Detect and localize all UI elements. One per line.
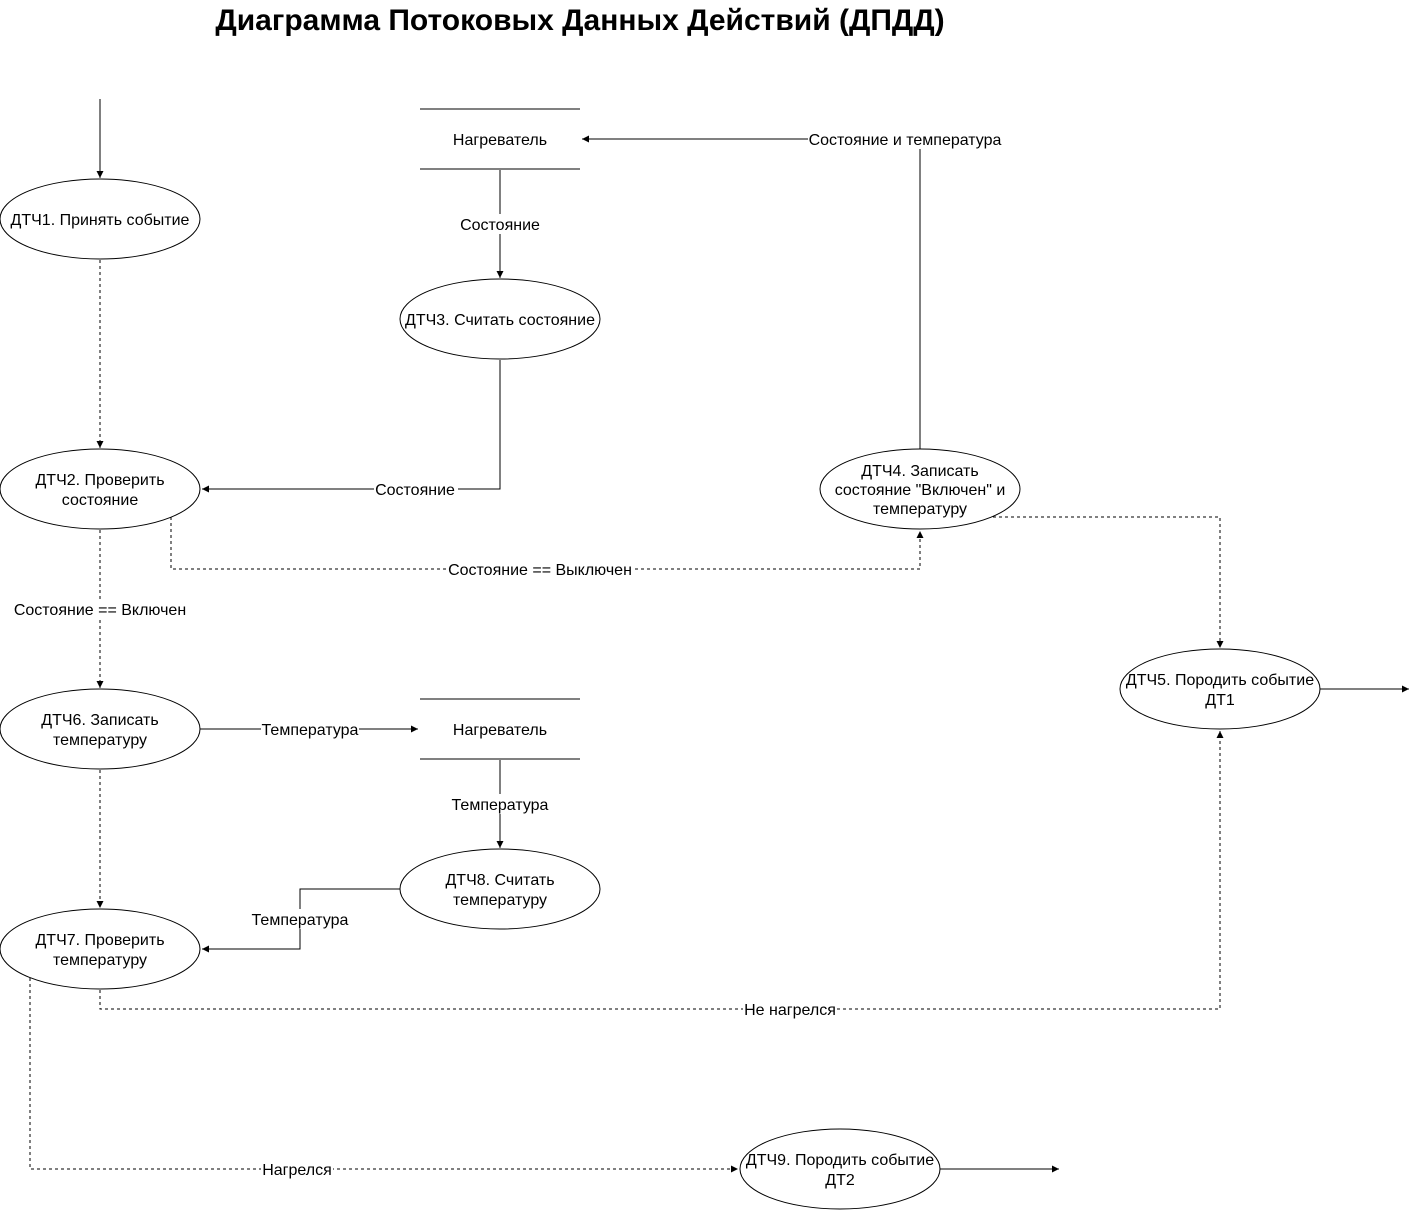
flow-label-state-p3-p2: Состояние (374, 479, 458, 499)
svg-text:Состояние и температура: Состояние и температура (809, 132, 1002, 149)
process-p1[interactable]: ДТЧ1. Принять событие (0, 178, 201, 260)
process-p8-label-2: температуру (453, 892, 547, 909)
flow-p7-p9 (29, 978, 738, 1173)
process-p7-label-1: ДТЧ7. Проверить (35, 932, 164, 949)
svg-text:Температура: Температура (262, 722, 359, 739)
flow-p3-p2 (202, 360, 501, 493)
process-p6[interactable]: ДТЧ6. Записать температуру (0, 688, 201, 770)
process-p6-label-1: ДТЧ6. Записать (41, 712, 158, 729)
process-p7[interactable]: ДТЧ7. Проверить температуру (0, 908, 201, 990)
process-p2[interactable]: ДТЧ2. Проверить состояние (0, 448, 201, 530)
store-heater-1-label: Нагреватель (453, 132, 547, 149)
process-p5[interactable]: ДТЧ5. Породить событие ДТ1 (1119, 648, 1321, 730)
svg-text:Температура: Температура (452, 797, 549, 814)
store-heater-2[interactable]: Нагреватель (420, 698, 580, 760)
flow-label-not-heated: Не нагрелся (743, 999, 837, 1019)
flow-label-temp-p6-s2: Температура (261, 719, 359, 739)
flow-label-state-s1-p3: Состояние (458, 214, 542, 234)
svg-text:Состояние: Состояние (375, 482, 455, 499)
flow-label-state-temp: Состояние и температура (808, 129, 1004, 149)
svg-text:Состояние == Выключен: Состояние == Выключен (448, 562, 632, 579)
svg-text:Состояние == Включен: Состояние == Включен (14, 602, 186, 619)
flow-p4-s1 (582, 135, 921, 450)
process-p4-label-2: состояние "Включен" и (835, 482, 1006, 499)
flow-label-on: Состояние == Включен (12, 599, 190, 619)
svg-text:Нагрелся: Нагрелся (262, 1162, 332, 1179)
svg-text:Состояние: Состояние (460, 217, 540, 234)
process-p2-label-1: ДТЧ2. Проверить (35, 472, 164, 489)
diagram-title: Диаграмма Потоковых Данных Действий (ДПД… (215, 4, 944, 37)
svg-text:Температура: Температура (252, 912, 349, 929)
flow-label-temp-p8-p7: Температура (250, 909, 350, 929)
flow-p7-p5 (99, 731, 1224, 1010)
process-p9-label-1: ДТЧ9. Породить событие (746, 1152, 934, 1169)
store-heater-1[interactable]: Нагреватель (420, 108, 580, 170)
process-p3[interactable]: ДТЧ3. Считать состояние (399, 278, 601, 360)
svg-text:Не нагрелся: Не нагрелся (744, 1002, 836, 1019)
flow-label-heated: Нагрелся (261, 1159, 333, 1179)
process-p5-label-1: ДТЧ5. Породить событие (1126, 672, 1314, 689)
flow-label-off: Состояние == Выключен (446, 559, 634, 579)
flow-label-temp-s2-p8: Температура (450, 794, 550, 814)
process-p4-label-3: температуру (873, 501, 967, 518)
process-p6-label-2: температуру (53, 732, 147, 749)
process-p9-label-2: ДТ2 (825, 1172, 855, 1189)
process-p8-label-1: ДТЧ8. Считать (445, 872, 554, 889)
process-p2-label-2: состояние (62, 492, 139, 509)
process-p7-label-2: температуру (53, 952, 147, 969)
process-p4-label-1: ДТЧ4. Записать (861, 463, 978, 480)
store-heater-2-label: Нагреватель (453, 722, 547, 739)
process-p4[interactable]: ДТЧ4. Записать состояние "Включен" и тем… (819, 448, 1021, 530)
process-p3-label-1: ДТЧ3. Считать состояние (405, 312, 595, 329)
flow-p4-p5 (993, 516, 1224, 648)
process-p8[interactable]: ДТЧ8. Считать температуру (399, 848, 601, 930)
process-p1-label-1: ДТЧ1. Принять событие (11, 212, 190, 229)
process-p5-label-2: ДТ1 (1205, 692, 1235, 709)
process-p9[interactable]: ДТЧ9. Породить событие ДТ2 (739, 1128, 941, 1210)
